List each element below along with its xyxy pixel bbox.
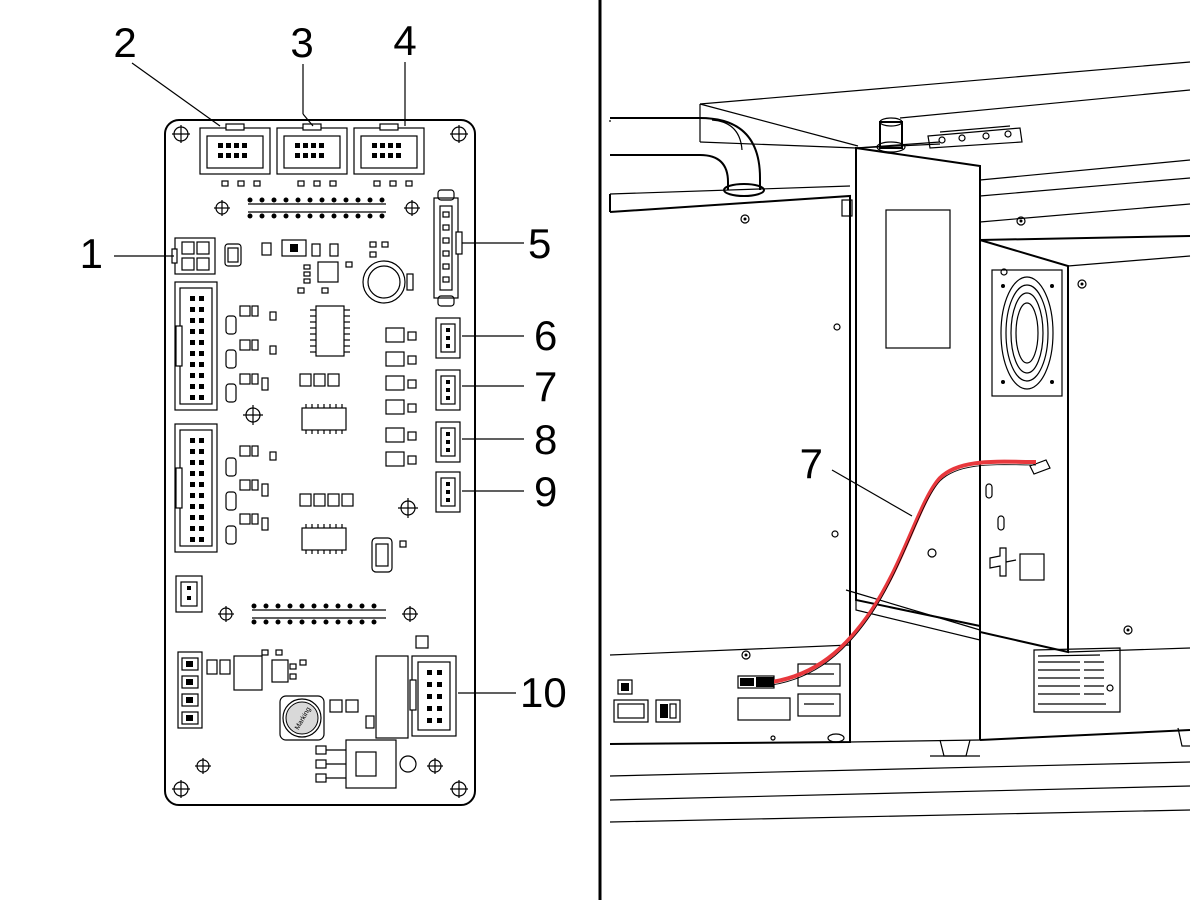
- cable: [771, 459, 1037, 684]
- battery-coin-cell: [362, 260, 414, 304]
- callout-8: 8: [534, 416, 557, 463]
- callout-3: 3: [290, 19, 313, 66]
- machine-callout-7: 7: [800, 440, 823, 487]
- right-housing: [849, 216, 1191, 743]
- connector-7: [435, 369, 461, 411]
- connector-8: [435, 421, 461, 463]
- pcb-board: Marking 1 2 3 4: [80, 17, 567, 806]
- connector-small-left: [175, 575, 203, 613]
- ic-lower-row: [299, 493, 354, 554]
- left-housing: [609, 194, 853, 745]
- callout-7: 7: [534, 363, 557, 410]
- callout-4: 4: [393, 17, 416, 64]
- connector-6: [435, 317, 461, 359]
- rating-plate: [1033, 647, 1121, 713]
- callout-2: 2: [113, 19, 136, 66]
- pin-header-top: [214, 197, 420, 219]
- connector-9: [435, 471, 461, 513]
- mounting-holes: [172, 125, 468, 798]
- rear-pipe: [610, 117, 765, 197]
- connector-10: [409, 655, 457, 737]
- inductor-small: [224, 243, 242, 267]
- top-knob: [876, 117, 906, 153]
- smd-pads-row-top: [221, 180, 413, 187]
- callout-10: 10: [520, 669, 567, 716]
- components-upper: [261, 239, 389, 294]
- connector-5: [433, 189, 463, 307]
- connector-4: [353, 123, 425, 175]
- power-inductor: Marking: [279, 695, 325, 741]
- cable-plug: [756, 677, 774, 687]
- ribbon-connector-lower: [174, 423, 218, 553]
- regulator: [315, 699, 417, 789]
- components-power: [206, 635, 429, 739]
- callout-9: 9: [534, 468, 557, 515]
- connector-2: [199, 123, 271, 175]
- power-terminal: [177, 651, 203, 729]
- callout-5: 5: [528, 220, 551, 267]
- ribbon-connector-upper: [174, 281, 218, 411]
- discrete-components-left: [225, 305, 277, 545]
- center-housing: [845, 141, 981, 641]
- connector-3: [276, 123, 348, 175]
- cable-outline: [771, 464, 1037, 686]
- label-panel: [885, 209, 951, 349]
- callout-1: 1: [80, 230, 103, 277]
- base-rails: [609, 727, 1191, 823]
- side-fittings: [985, 459, 1051, 581]
- hinge: [927, 125, 1023, 149]
- crystal: [371, 537, 407, 573]
- connector-1: [171, 237, 216, 275]
- machine-view: 7: [609, 61, 1191, 823]
- ic-main: [310, 305, 350, 357]
- cooling-fan: [991, 269, 1063, 397]
- opto-column: [385, 327, 417, 467]
- ic-upper-row: [299, 373, 347, 434]
- pcb-leader-lines: [114, 62, 524, 694]
- top-rails: [609, 61, 1191, 223]
- pin-header-bottom: [218, 603, 418, 625]
- pcb-callouts: 1 2 3 4 5 6 7 8 9 10: [80, 17, 567, 716]
- rear-panel-ports: [613, 663, 841, 723]
- machine-leader-line: [831, 469, 913, 517]
- callout-6: 6: [534, 312, 557, 359]
